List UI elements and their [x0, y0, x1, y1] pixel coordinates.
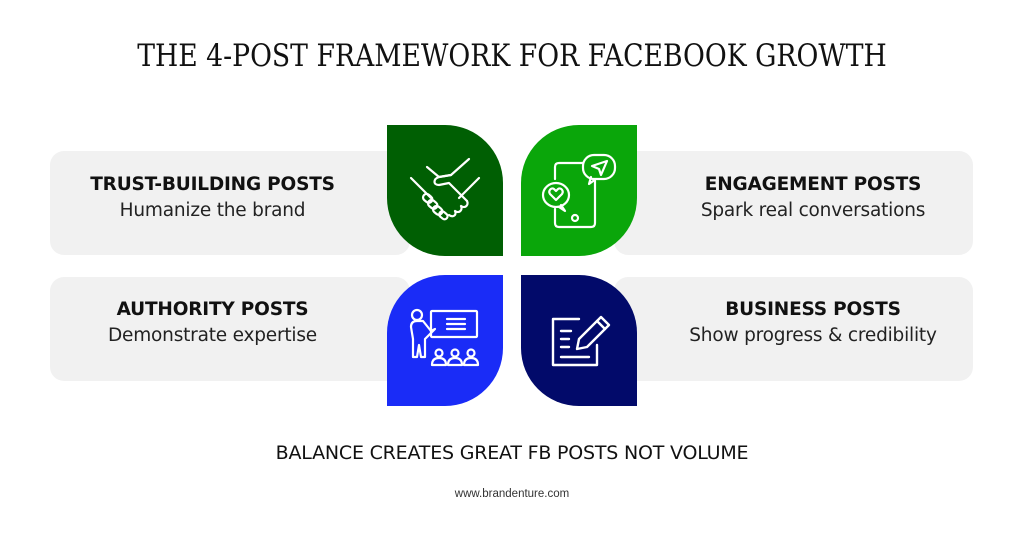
presentation-icon: [409, 308, 480, 366]
authority-text: AUTHORITY POSTS Demonstrate expertise: [60, 299, 365, 346]
handshake-icon: [409, 157, 481, 220]
business-tile: [521, 275, 637, 406]
authority-card: [50, 277, 410, 381]
trust-building-heading: TRUST-BUILDING POSTS: [90, 174, 335, 195]
business-text: BUSINESS POSTS Show progress & credibili…: [658, 299, 968, 346]
page-title: THE 4-POST FRAMEWORK FOR FACEBOOK GROWTH: [137, 38, 887, 74]
trust-building-card: [50, 151, 410, 255]
business-subtitle: Show progress & credibility: [689, 325, 937, 346]
business-card: [614, 277, 973, 381]
tagline: BALANCE CREATES GREAT FB POSTS NOT VOLUM…: [275, 442, 749, 464]
website-url: www.brandenture.com: [454, 488, 570, 500]
engagement-text: ENGAGEMENT POSTS Spark real conversation…: [658, 174, 968, 221]
document-edit-icon: [551, 315, 611, 366]
authority-heading: AUTHORITY POSTS: [116, 299, 309, 320]
authority-subtitle: Demonstrate expertise: [108, 325, 317, 346]
engagement-tile: [521, 125, 637, 256]
authority-tile: [387, 275, 503, 406]
phone-chat-icon: [541, 153, 617, 228]
business-heading: BUSINESS POSTS: [725, 299, 901, 320]
engagement-subtitle: Spark real conversations: [700, 200, 926, 221]
trust-building-subtitle: Humanize the brand: [119, 200, 306, 221]
engagement-card: [614, 151, 973, 255]
engagement-heading: ENGAGEMENT POSTS: [704, 174, 922, 195]
trust-building-tile: [387, 125, 503, 256]
trust-building-text: TRUST-BUILDING POSTS Humanize the brand: [60, 174, 365, 221]
